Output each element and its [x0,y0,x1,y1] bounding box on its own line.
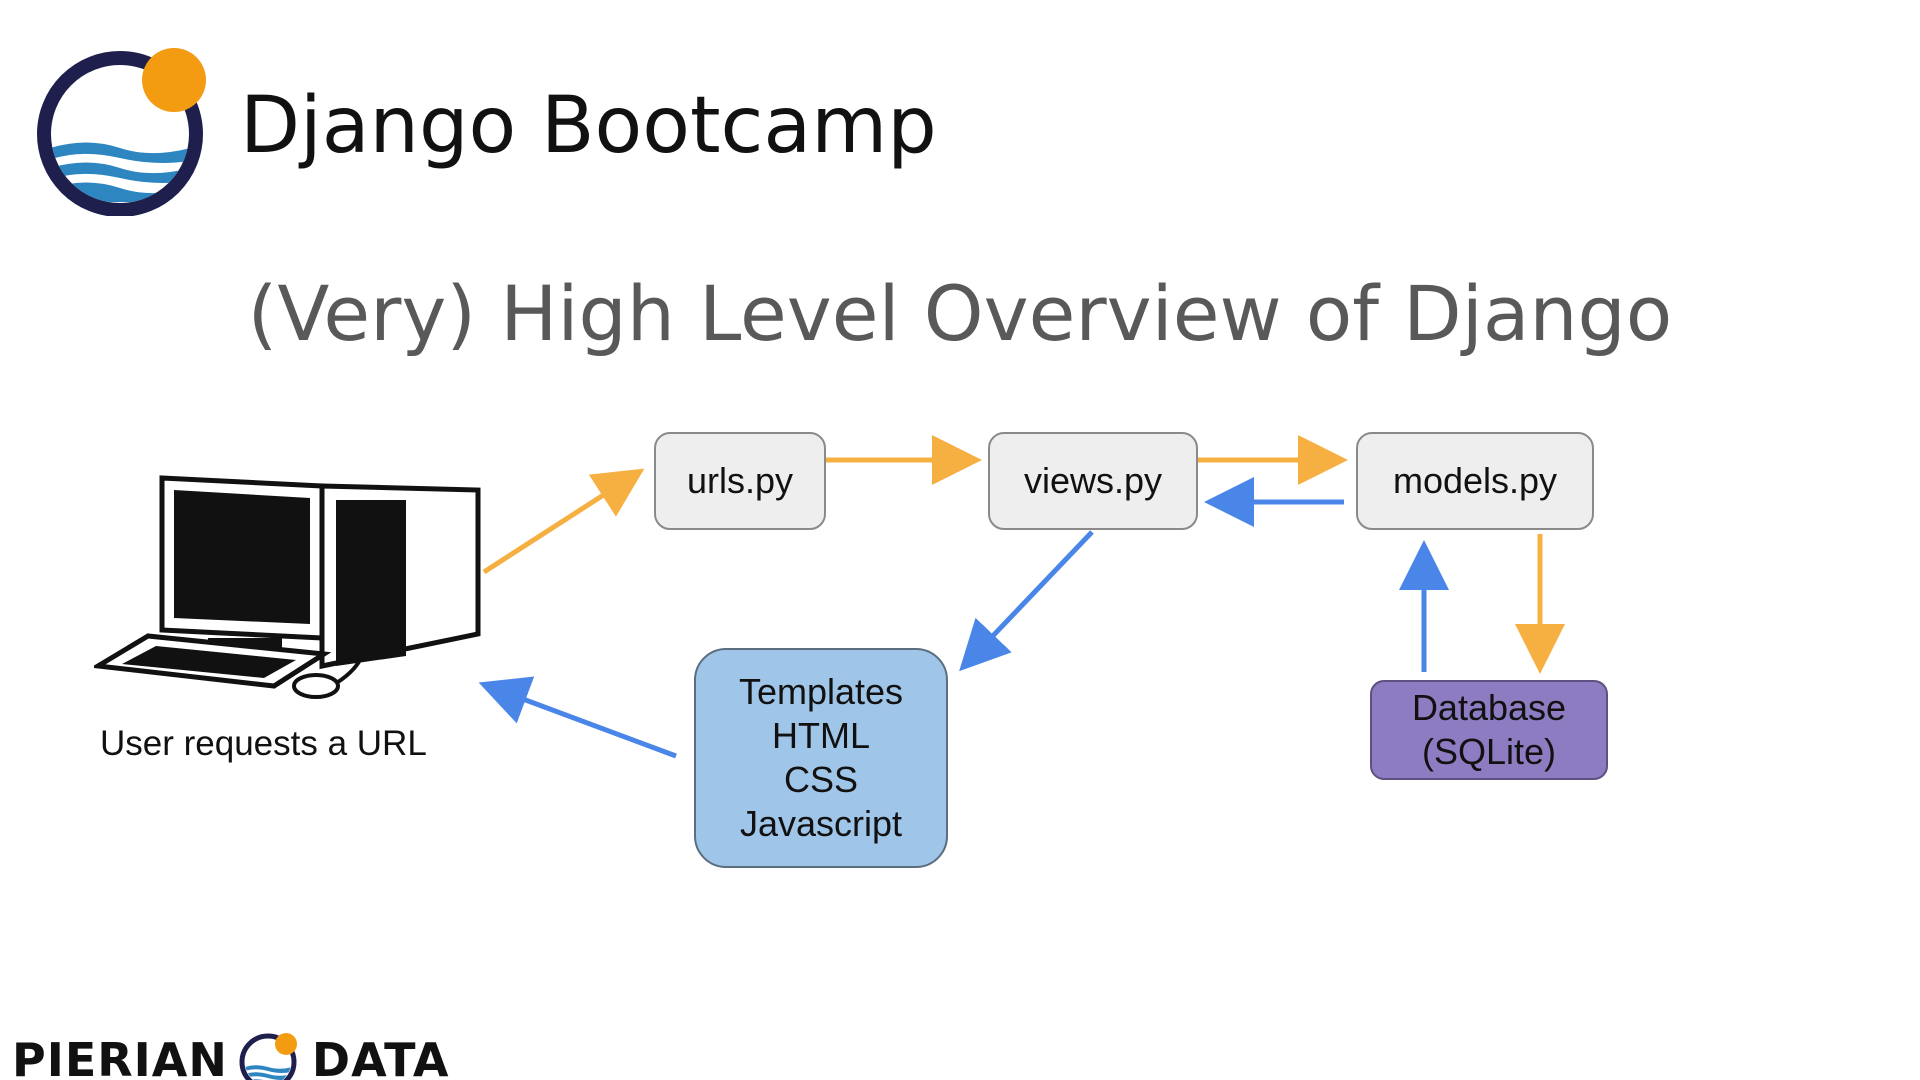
templates-node: Templates HTML CSS Javascript [694,648,948,868]
database-line: (SQLite) [1421,731,1557,772]
urls-node: urls.py [654,432,826,530]
models-node: models.py [1356,432,1594,530]
templates-line: HTML [772,715,870,756]
desktop-computer-icon [94,475,481,699]
pierian-data-logo [37,48,206,216]
views-node: views.py [988,432,1198,530]
arrow-templates-to-computer [478,676,677,759]
slide-title: (Very) High Level Overview of Django [247,269,1673,358]
templates-line: Javascript [739,803,903,844]
database-line: Database [1411,687,1567,728]
arrow-views-to-templates [959,530,1094,672]
footer-brand: PIERIAN DATA [12,1028,450,1080]
user-caption: User requests a URL [100,724,427,763]
database-node: Database (SQLite) [1370,680,1608,780]
templates-line: Templates [738,671,904,712]
pierian-data-logo [239,1033,297,1080]
footer-brand-left: PIERIAN [12,1033,228,1080]
arrow-computer-to-urls [482,468,645,575]
footer-brand-right: DATA [311,1033,450,1080]
header-title: Django Bootcamp [240,81,937,171]
templates-line: CSS [783,759,859,800]
